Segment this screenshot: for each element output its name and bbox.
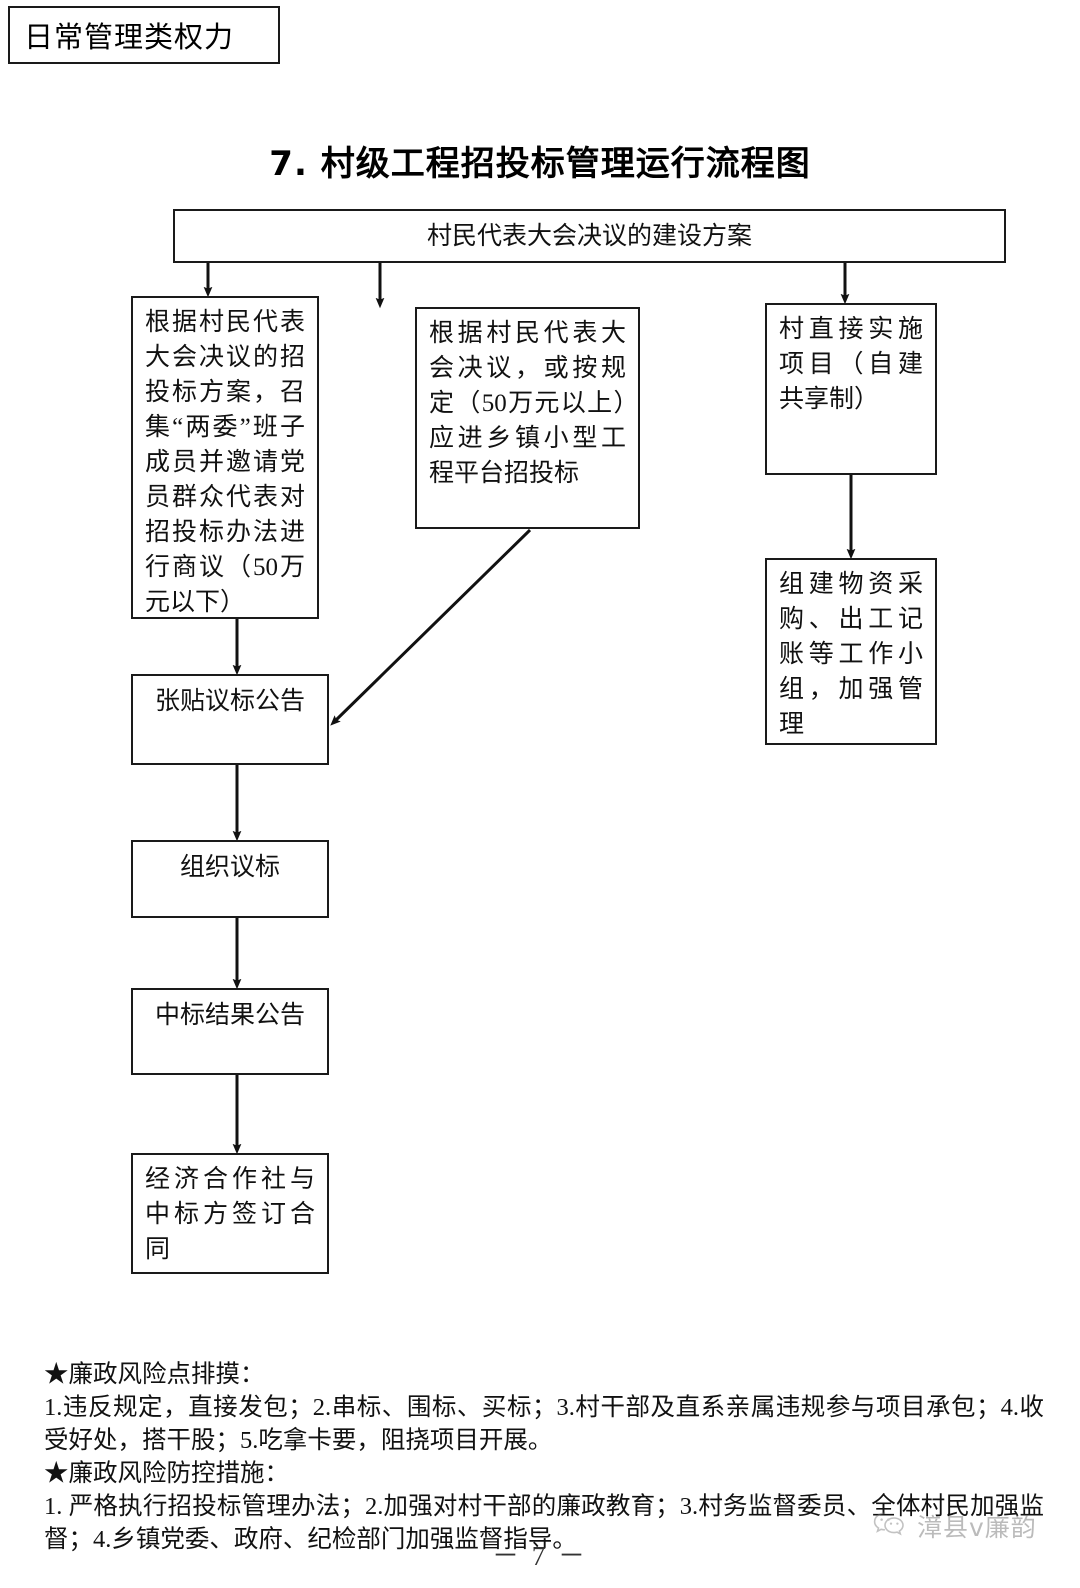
- risk-points-heading: ★廉政风险点排摸：: [44, 1361, 265, 1388]
- flow-node-result-notice: 中标结果公告: [131, 988, 329, 1075]
- flow-node-sign-contract-label: 经济合作社与中标方签订合同: [145, 1166, 315, 1263]
- flow-node-middle-branch: 根据村民代表大会决议，或按规定（50万元以上）应进乡镇小型工程平台招投标: [415, 307, 640, 529]
- measures-body: 1. 严格执行招投标管理办法；2.加强对村干部的廉政教育；3.村务监督委员、全体…: [44, 1493, 1044, 1553]
- flow-node-organize-bidding-label: 组织议标: [179, 854, 280, 881]
- flow-node-right-branch-label: 村直接实施项目（自建共享制）: [779, 316, 923, 413]
- flow-node-middle-branch-label: 根据村民代表大会决议，或按规定（50万元以上）应进乡镇小型工程平台招投标: [429, 320, 626, 487]
- flow-node-top-label: 村民代表大会决议的建设方案: [426, 223, 752, 250]
- page-number: － 7 －: [492, 1541, 588, 1571]
- flow-node-top: 村民代表大会决议的建设方案: [173, 209, 1006, 263]
- flow-node-post-notice: 张贴议标公告: [131, 674, 329, 765]
- measures-heading: ★廉政风险防控措施：: [44, 1460, 289, 1487]
- watermark-label: 漳县v廉韵: [917, 1513, 1037, 1542]
- flow-node-right-followup-label: 组建物资采购、出工记账等工作小组，加强管理: [779, 571, 923, 738]
- flow-node-sign-contract: 经济合作社与中标方签订合同: [131, 1153, 329, 1274]
- page-title: 7. 村级工程招投标管理运行流程图: [269, 144, 811, 184]
- footer-notes: ★廉政风险点排摸： 1.违反规定，直接发包；2.串标、围标、买标；3.村干部及直…: [44, 1358, 1044, 1556]
- wechat-watermark: 漳县v廉韵: [872, 1508, 1037, 1544]
- flow-node-post-notice-label: 张贴议标公告: [154, 688, 305, 715]
- wechat-logo-icon: [872, 1510, 908, 1543]
- category-badge: 日常管理类权力: [8, 6, 280, 64]
- risk-points-body: 1.违反规定，直接发包；2.串标、围标、买标；3.村干部及直系亲属违规参与项目承…: [44, 1394, 1044, 1454]
- flow-node-right-followup: 组建物资采购、出工记账等工作小组，加强管理: [765, 558, 937, 745]
- flow-node-left-branch: 根据村民代表大会决议的招投标方案，召集“两委”班子成员并邀请党员群众代表对招投标…: [131, 296, 319, 619]
- flow-node-result-notice-label: 中标结果公告: [154, 1002, 305, 1029]
- flow-node-right-branch: 村直接实施项目（自建共享制）: [765, 303, 937, 475]
- flow-node-left-branch-label: 根据村民代表大会决议的招投标方案，召集“两委”班子成员并邀请党员群众代表对招投标…: [145, 309, 305, 616]
- flow-node-organize-bidding: 组织议标: [131, 840, 329, 918]
